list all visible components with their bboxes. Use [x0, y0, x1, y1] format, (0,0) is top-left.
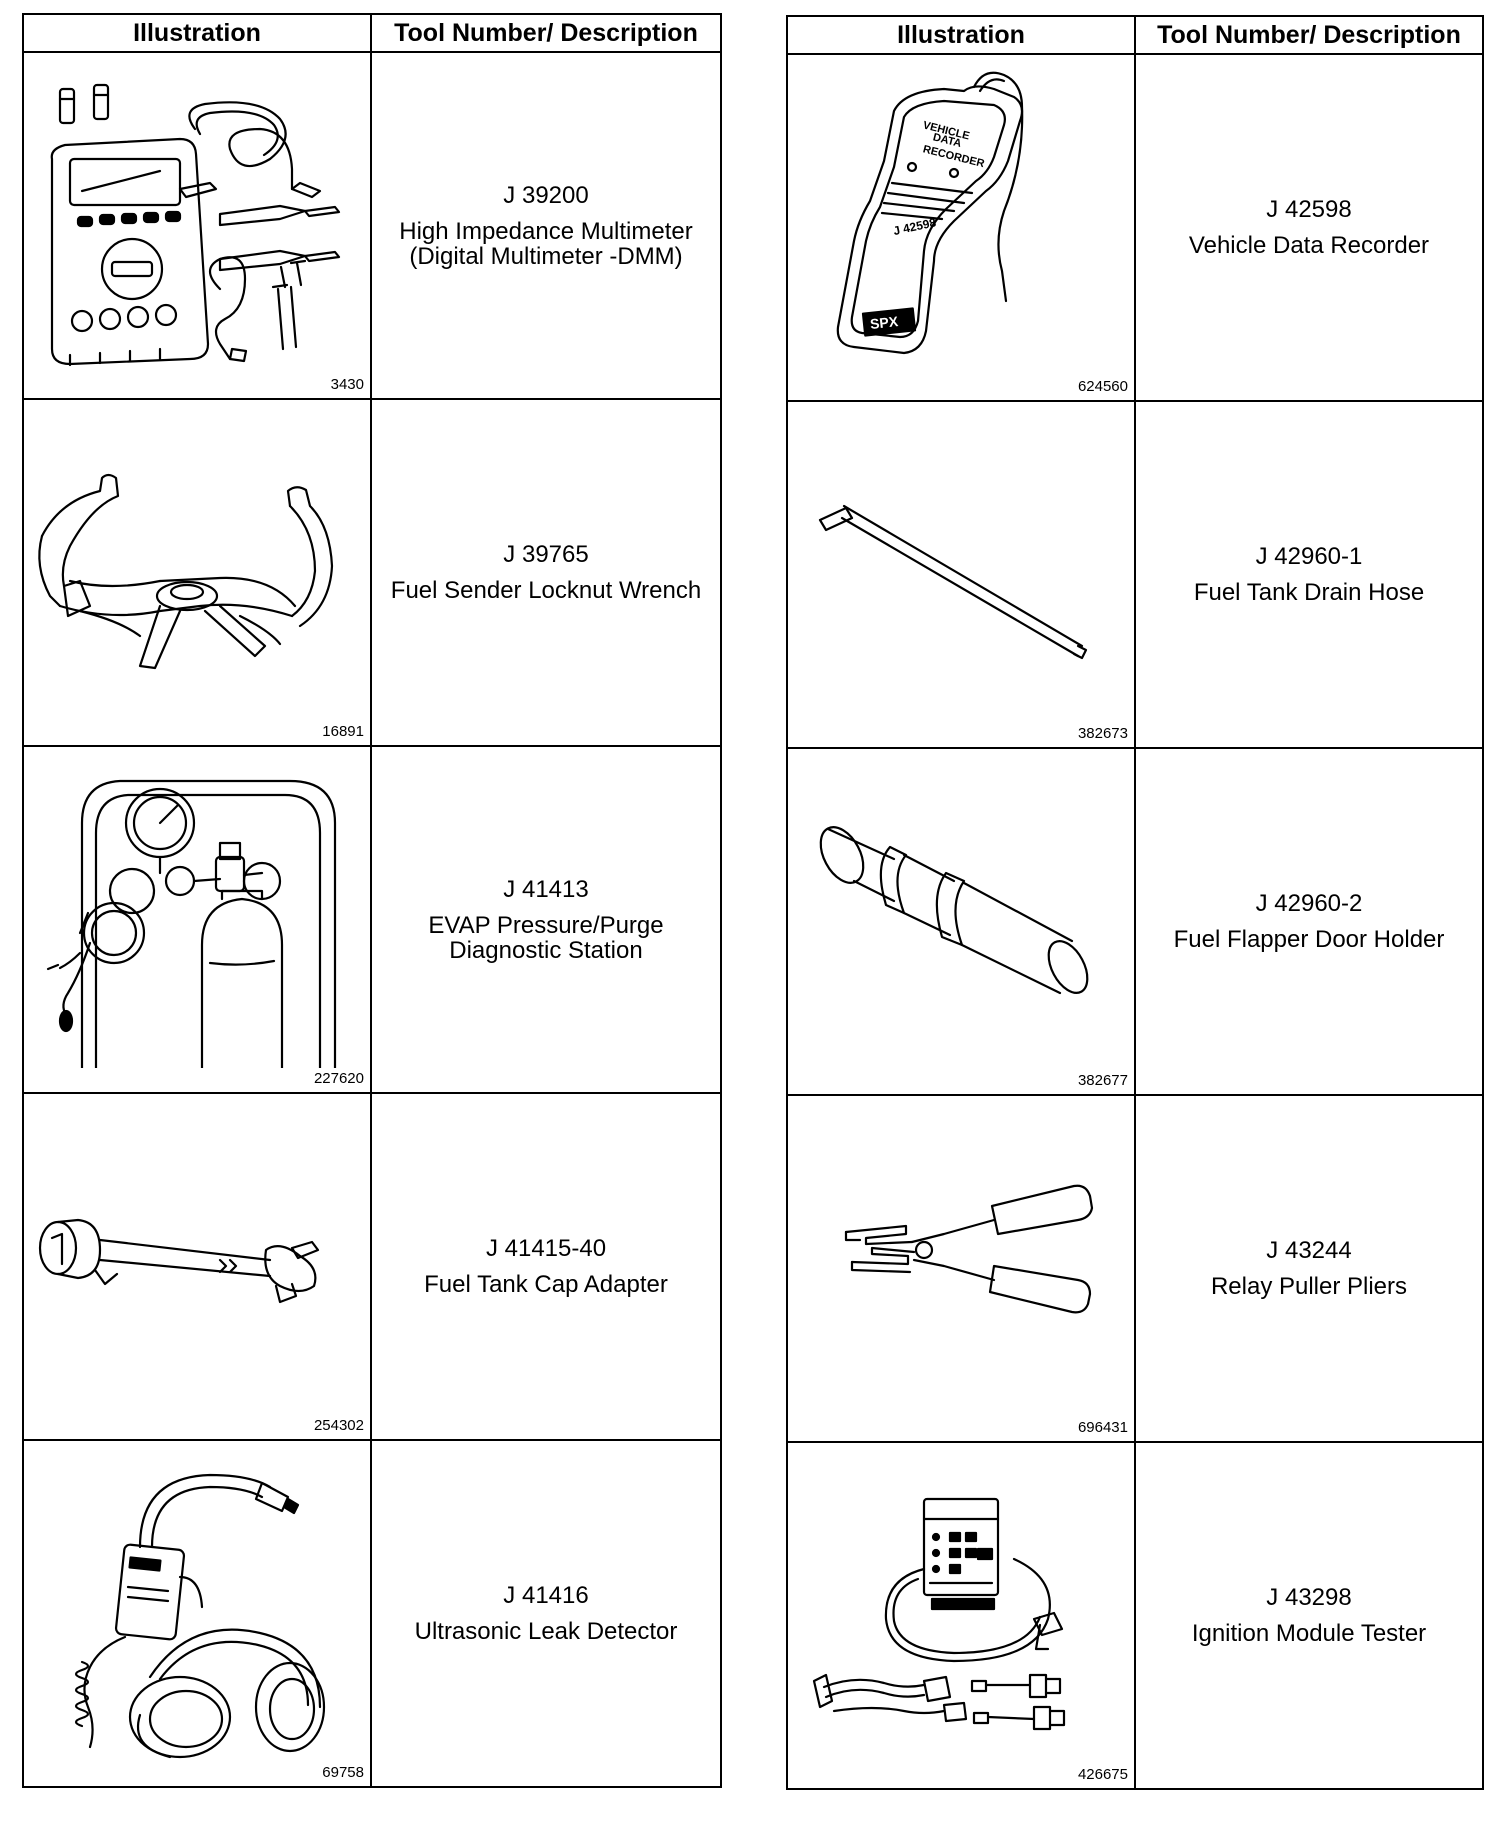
table-row: 3430 J 39200 High Impedance Multimeter (… — [22, 51, 722, 400]
tool-description-cell: J 42960-1 Fuel Tank Drain Hose — [1134, 400, 1484, 749]
tool-description: Fuel Sender Locknut Wrench — [390, 577, 702, 604]
tool-number: J 42960-2 — [1255, 890, 1363, 917]
table-row: 16891 J 39765 Fuel Sender Locknut Wrench — [22, 398, 722, 747]
header-illustration: Illustration — [22, 13, 372, 53]
tool-number: J 41413 — [503, 875, 589, 903]
module-tester-icon — [812, 1497, 1066, 1731]
tool-number: J 42598 — [1266, 196, 1352, 223]
tool-description: Fuel Tank Drain Hose — [1193, 579, 1425, 606]
figure-number: 426675 — [1077, 1766, 1128, 1783]
illustration-cell: 426675 — [786, 1441, 1136, 1790]
figure-number: 3430 — [330, 376, 364, 393]
illustration-cell: 382673 — [786, 400, 1136, 749]
illustration-cell: 3430 — [22, 51, 372, 400]
tool-description: EVAP Pressure/Purge Diagnostic Station — [428, 911, 664, 964]
tool-description-cell: J 41415-40 Fuel Tank Cap Adapter — [370, 1092, 722, 1441]
tool-description: Ignition Module Tester — [1191, 1620, 1427, 1647]
illustration-cell: 382677 — [786, 747, 1136, 1096]
figure-number: 696431 — [1077, 1419, 1128, 1436]
tool-description-cell: J 42598 Vehicle Data Recorder — [1134, 53, 1484, 402]
figure-number: 382677 — [1077, 1072, 1128, 1089]
tool-number: J 43244 — [1266, 1237, 1352, 1264]
data-recorder-icon: VEHICLE DATA RECORDER J 42598 SPX — [836, 71, 1024, 355]
pliers-icon — [844, 1184, 1094, 1314]
tool-description: Ultrasonic Leak Detector — [414, 1618, 678, 1645]
tool-number: J 41415-40 — [485, 1235, 607, 1262]
tool-description: Fuel Flapper Door Holder — [1173, 926, 1445, 953]
illustration-cell: VEHICLE DATA RECORDER J 42598 SPX 624560 — [786, 53, 1136, 402]
header-tool-description: Tool Number/ Description — [1134, 15, 1484, 55]
tool-description-cell: J 43244 Relay Puller Pliers — [1134, 1094, 1484, 1443]
recorder-brand: SPX — [869, 313, 899, 332]
tool-number: J 42960-1 — [1255, 543, 1363, 570]
header-tool-description: Tool Number/ Description — [370, 13, 722, 53]
tool-number: J 41416 — [503, 1582, 589, 1609]
locknut-wrench-icon — [38, 473, 334, 670]
table-row: 696431 J 43244 Relay Puller Pliers — [786, 1094, 1484, 1443]
figure-number: 69758 — [322, 1764, 364, 1781]
tool-description: Relay Puller Pliers — [1210, 1273, 1408, 1300]
illustration-cell: 696431 — [786, 1094, 1136, 1443]
tool-number: J 39200 — [503, 181, 589, 209]
table-row: 254302 J 41415-40 Fuel Tank Cap Adapter — [22, 1092, 722, 1441]
figure-number: 254302 — [313, 1417, 364, 1434]
tool-description-cell: J 39200 High Impedance Multimeter (Digit… — [370, 51, 722, 400]
tool-table-left: Illustration Tool Number/ Description — [22, 13, 722, 1788]
illustration-cell: 69758 — [22, 1439, 372, 1788]
table-row: 426675 J 43298 Ignition Module Tester — [786, 1441, 1484, 1790]
tool-description: Vehicle Data Recorder — [1188, 232, 1430, 259]
illustration-cell: 16891 — [22, 398, 372, 747]
figure-number: 382673 — [1077, 725, 1128, 742]
drain-hose-icon — [818, 504, 1088, 660]
leak-detector-icon — [74, 1473, 326, 1759]
tool-table-right: Illustration Tool Number/ Description VE… — [786, 15, 1484, 1790]
tool-description-cell: J 41416 Ultrasonic Leak Detector — [370, 1439, 722, 1788]
table-row: VEHICLE DATA RECORDER J 42598 SPX 624560… — [786, 53, 1484, 402]
illustration-cell: 254302 — [22, 1092, 372, 1441]
header-row: Illustration Tool Number/ Description — [22, 13, 722, 53]
tool-description-cell: J 43298 Ignition Module Tester — [1134, 1441, 1484, 1790]
tool-description: High Impedance Multimeter (Digital Multi… — [399, 217, 693, 270]
tool-number: J 43298 — [1266, 1584, 1352, 1611]
figure-number: 227620 — [313, 1070, 364, 1087]
multimeter-icon — [50, 83, 341, 367]
header-illustration: Illustration — [786, 15, 1136, 55]
tool-description-cell: J 41413 EVAP Pressure/Purge Diagnostic S… — [370, 745, 722, 1094]
tool-description-cell: J 42960-2 Fuel Flapper Door Holder — [1134, 747, 1484, 1096]
table-row: 382673 J 42960-1 Fuel Tank Drain Hose — [786, 400, 1484, 749]
header-row: Illustration Tool Number/ Description — [786, 15, 1484, 55]
tool-number: J 39765 — [503, 541, 589, 568]
figure-number: 16891 — [322, 723, 364, 740]
door-holder-icon — [819, 826, 1089, 995]
table-row: 227620 J 41413 EVAP Pressure/Purge Diagn… — [22, 745, 722, 1094]
illustration-cell: 227620 — [22, 745, 372, 1094]
table-row: 382677 J 42960-2 Fuel Flapper Door Holde… — [786, 747, 1484, 1096]
figure-number: 624560 — [1077, 378, 1128, 395]
tool-description-cell: J 39765 Fuel Sender Locknut Wrench — [370, 398, 722, 747]
evap-station-icon — [46, 779, 337, 1068]
table-row: 69758 J 41416 Ultrasonic Leak Detector — [22, 1439, 722, 1788]
tool-description: Fuel Tank Cap Adapter — [424, 1271, 668, 1298]
cap-adapter-icon — [38, 1218, 320, 1304]
